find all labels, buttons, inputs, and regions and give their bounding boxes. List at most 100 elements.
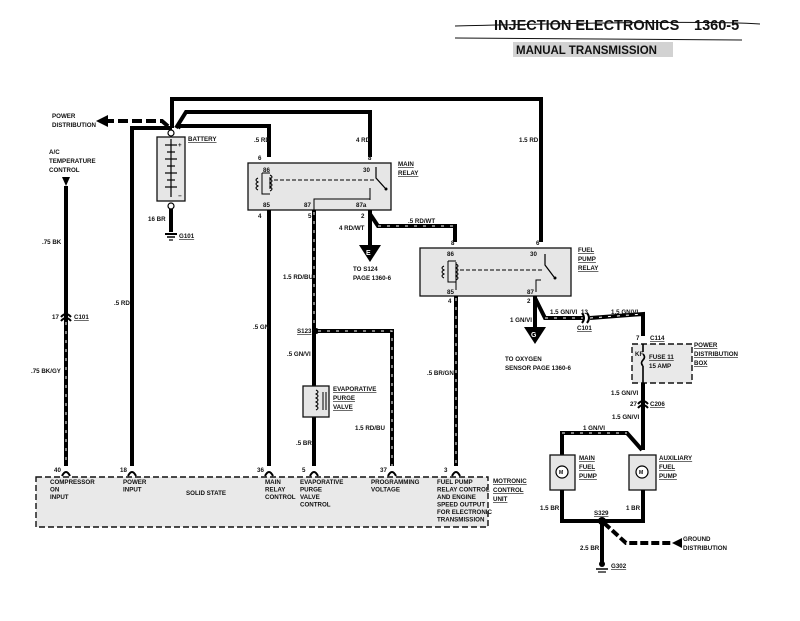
fuel-pump-relay	[419, 247, 572, 297]
label-wire-75bkgy: .75 BK/GY	[31, 368, 62, 375]
coil-icon	[255, 177, 260, 191]
ecu-pin-description: PROGRAMMING	[371, 479, 420, 486]
fpr-pin-6: 6	[536, 240, 540, 247]
main-relay-terminal-85: 85	[263, 202, 270, 209]
main-relay-terminal-86: 86	[263, 167, 270, 174]
ecu-pin-number: 36	[257, 467, 264, 474]
label-evap-3: VALVE	[333, 404, 353, 411]
label-c101-left: C101	[74, 314, 89, 321]
fpr-pin-2: 2	[527, 298, 531, 305]
ecu-pin-description: INPUT	[50, 494, 69, 501]
arrow-left-icon	[96, 115, 108, 127]
label-to-oxygen-2: SENSOR PAGE 1360-6	[505, 365, 571, 372]
ecu-pin-description: PURGE	[300, 487, 322, 494]
ground-icon	[165, 233, 177, 241]
motor-label-main: M	[559, 470, 563, 476]
label-c206: C206	[650, 401, 665, 408]
ecu-pin-description: VALVE	[300, 494, 320, 501]
main-relay-pin-5: 5	[308, 213, 312, 220]
label-c206-pin: 27	[630, 401, 637, 408]
auxiliary-fuel-pump: M	[628, 454, 657, 491]
label-c114-pin: 7	[636, 335, 640, 342]
evaporative-purge-valve	[302, 385, 330, 418]
label-wire-15gnvi-a: 1.5 GN/VI	[550, 309, 577, 316]
label-wire-5rd-top: .5 RD	[254, 137, 270, 144]
label-wire-5gn: .5 GN	[253, 324, 270, 331]
fpr-terminal-85: 85	[447, 289, 454, 296]
label-wire-1br: 1 BR	[626, 505, 641, 512]
label-fuse-amp: 15 AMP	[649, 363, 671, 370]
ecu-terminal	[61, 471, 71, 477]
relay-switch-icon	[375, 167, 386, 189]
label-wire-15rdbu-a: 1.5 RD/BU	[283, 274, 313, 281]
label-ac-2: TEMPERATURE	[49, 158, 96, 165]
wire-5rd-left	[130, 126, 172, 466]
battery-feed-wires	[96, 97, 543, 466]
label-c101-left-pin: 17	[52, 314, 59, 321]
wire-power-distribution	[104, 119, 172, 130]
ecu-pin-description: ON	[50, 487, 60, 494]
connector-c101-right	[581, 312, 590, 324]
arrow-right-icon	[672, 538, 682, 548]
fpr-pin-8: 8	[451, 240, 455, 247]
label-wire-75bk: .75 BK	[42, 239, 62, 246]
header-top-rule	[454, 21, 761, 27]
battery-minus-icon: −	[178, 193, 182, 200]
label-wire-5gnvi: .5 GN/VI	[287, 351, 311, 358]
label-main-pump-3: PUMP	[579, 473, 597, 480]
label-fpr-1: FUEL	[578, 247, 594, 254]
label-fuse-11: FUSE 11	[649, 354, 674, 361]
main-relay-pin-8: 8	[368, 155, 372, 162]
motor-icon	[635, 465, 649, 479]
ecu-pin-description: VOLTAGE	[371, 487, 400, 494]
label-ecu-2: CONTROL	[493, 487, 524, 494]
ecu-terminal	[451, 471, 461, 477]
main-relay-pin-6: 6	[258, 155, 262, 162]
label-power-distribution-1: POWER	[52, 113, 76, 120]
label-ground-dist-2: DISTRIBUTION	[683, 545, 728, 552]
label-s329: S329	[594, 510, 609, 517]
label-wire-15rd: 1.5 RD	[519, 137, 539, 144]
main-relay-pin-4: 4	[258, 213, 262, 220]
ecu-terminal	[387, 471, 397, 477]
ecu-pin-description: CONTROL	[265, 494, 296, 501]
ecu-pin-description: INPUT	[123, 487, 142, 494]
label-ac-3: CONTROL	[49, 167, 80, 174]
label-c101-right-pin: 13	[581, 309, 588, 316]
ac-connector-arrow-icon	[62, 177, 70, 186]
wire-1gnvi-b	[560, 431, 644, 456]
ecu-pin-description: RELAY	[265, 487, 286, 494]
label-to-s124-1: TO S124	[353, 266, 378, 273]
label-wire-25br: 2.5 BR	[580, 545, 600, 552]
label-c101-right: C101	[577, 325, 592, 332]
label-wire-5br: .5 BR	[296, 440, 312, 447]
wire-1-5rd	[170, 97, 543, 242]
subtitle-highlight	[513, 42, 673, 57]
label-g302: G302	[611, 563, 627, 570]
ecu-terminal	[264, 471, 274, 477]
main-fuel-pump: M	[549, 454, 576, 491]
ecu-pin-description: RELAY CONTROL	[437, 487, 490, 494]
label-evap-2: PURGE	[333, 395, 355, 402]
label-ecu-3: UNIT	[493, 496, 508, 503]
main-relay-terminal-87a: 87a	[356, 202, 367, 209]
label-c114: C114	[650, 335, 665, 342]
ecu-pin-description: MAIN	[265, 479, 281, 486]
ecu-pin-description: CONTROL	[300, 502, 331, 509]
ecu-pin-number: 18	[120, 467, 127, 474]
label-wire-4rdwt: 4 RD/WT	[339, 225, 365, 232]
label-wire-16br: 16 BR	[148, 216, 166, 223]
connector-g-arrow-icon	[524, 327, 546, 344]
main-relay-terminal-30: 30	[363, 167, 370, 174]
battery-plus-icon: +	[178, 142, 182, 149]
label-wire-15gnvi-c: 1.5 GN/VI	[611, 390, 638, 397]
motor-label-aux: M	[639, 470, 643, 476]
ecu-pin-description: TRANSMISSION	[437, 517, 485, 524]
label-fpr-3: RELAY	[578, 265, 599, 272]
label-ecu-1: MOTRONIC	[493, 478, 527, 485]
ecu-pin-description: FUEL PUMP	[437, 479, 473, 486]
label-wire-15rdbu-b: 1.5 RD/BU	[355, 425, 385, 432]
connector-e-letter: E	[366, 250, 371, 257]
wire-5rd-top	[176, 124, 271, 157]
header-title: INJECTION ELECTRONICS	[494, 18, 680, 34]
